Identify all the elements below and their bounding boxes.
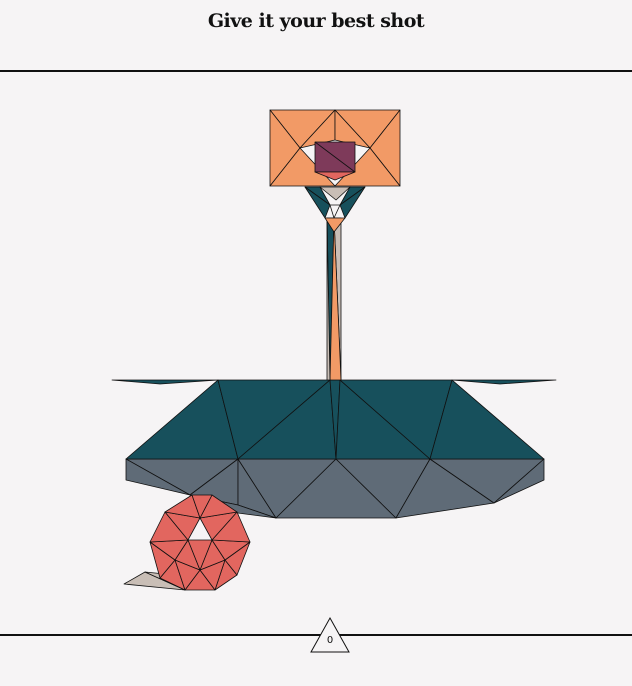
hoop-pole	[326, 217, 342, 381]
hoop-net	[304, 186, 366, 233]
score-value: 0	[326, 635, 334, 646]
court-top	[125, 379, 545, 460]
bottom-divider	[0, 634, 632, 636]
court-wings	[111, 379, 557, 385]
backboard	[269, 109, 401, 187]
backboard-target	[314, 141, 356, 181]
top-divider	[0, 70, 632, 72]
basketball[interactable]	[149, 494, 251, 591]
score-badge: 0	[309, 616, 351, 654]
game-title: Give it your best shot	[207, 10, 425, 32]
triangle-icon	[310, 616, 350, 653]
court-base	[125, 458, 545, 519]
